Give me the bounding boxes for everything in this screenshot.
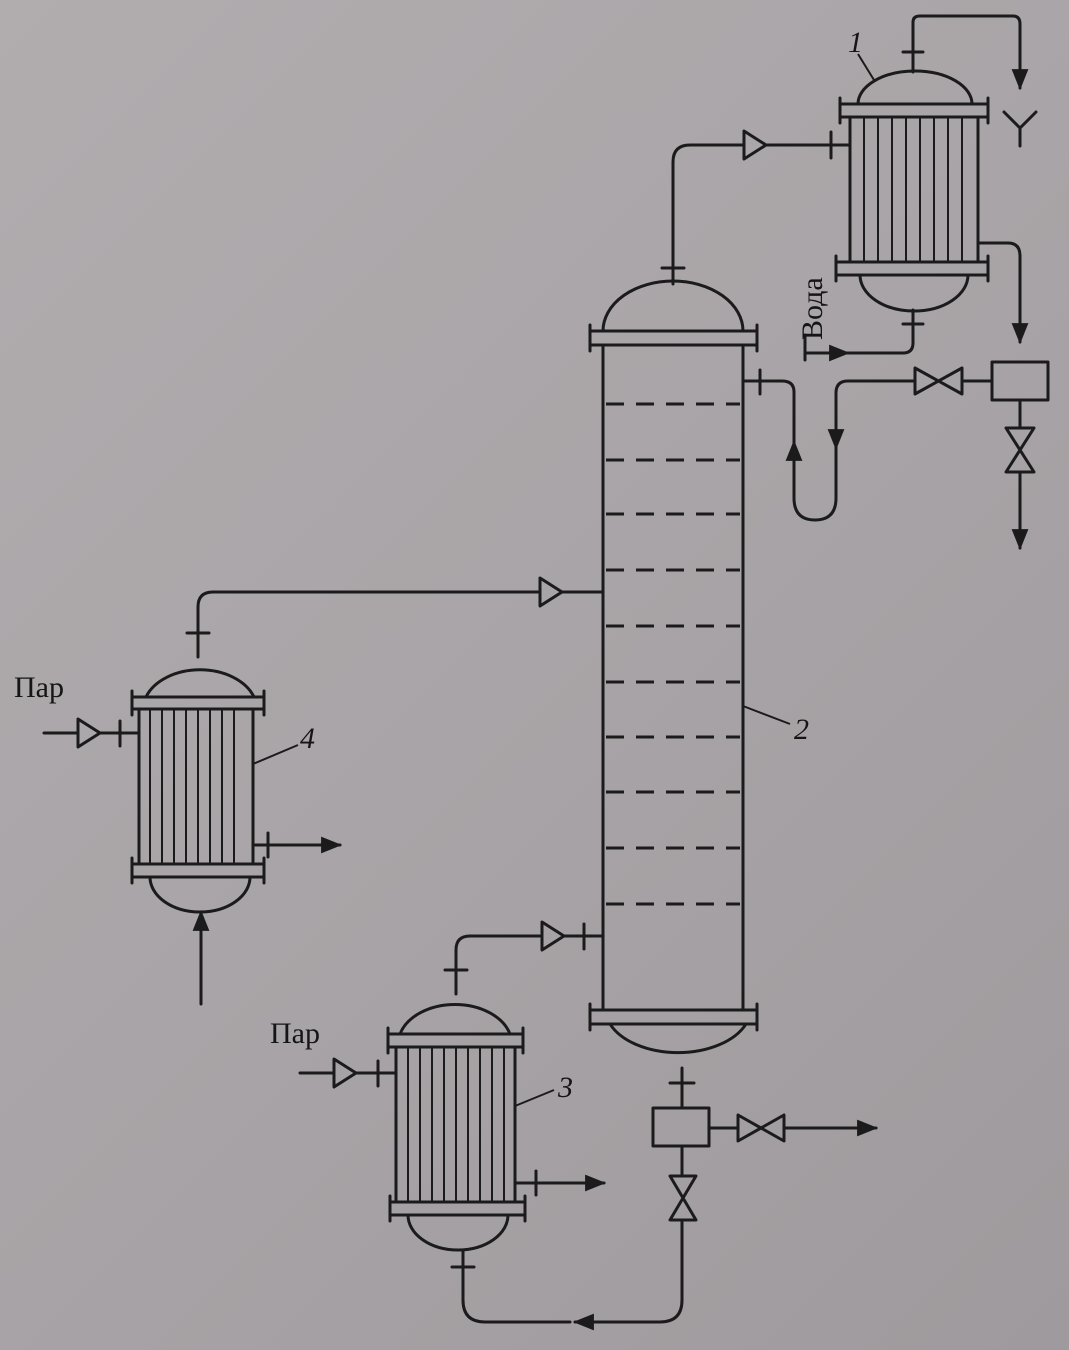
condenser-number-label: 1	[848, 26, 863, 59]
heater-number-label: 4	[300, 722, 315, 755]
distillation-column	[588, 264, 759, 1110]
reboiler	[298, 920, 607, 1324]
column-number-label: 2	[794, 713, 809, 746]
valve-return	[668, 1174, 698, 1222]
steam-label-heater: Пар	[14, 671, 64, 704]
reboiler-number-label: 3	[557, 1071, 573, 1104]
separator-top	[990, 360, 1050, 402]
feed-heater	[42, 576, 605, 1006]
separator-bottom	[651, 1106, 711, 1148]
valve-reflux	[913, 366, 964, 396]
steam-label-reboiler: Пар	[270, 1017, 320, 1050]
vapour-pipe	[671, 129, 852, 268]
water-label: Вода	[796, 277, 829, 340]
valve-bottoms	[736, 1113, 786, 1143]
valve-distillate	[1004, 426, 1036, 474]
condenser	[803, 14, 1038, 362]
